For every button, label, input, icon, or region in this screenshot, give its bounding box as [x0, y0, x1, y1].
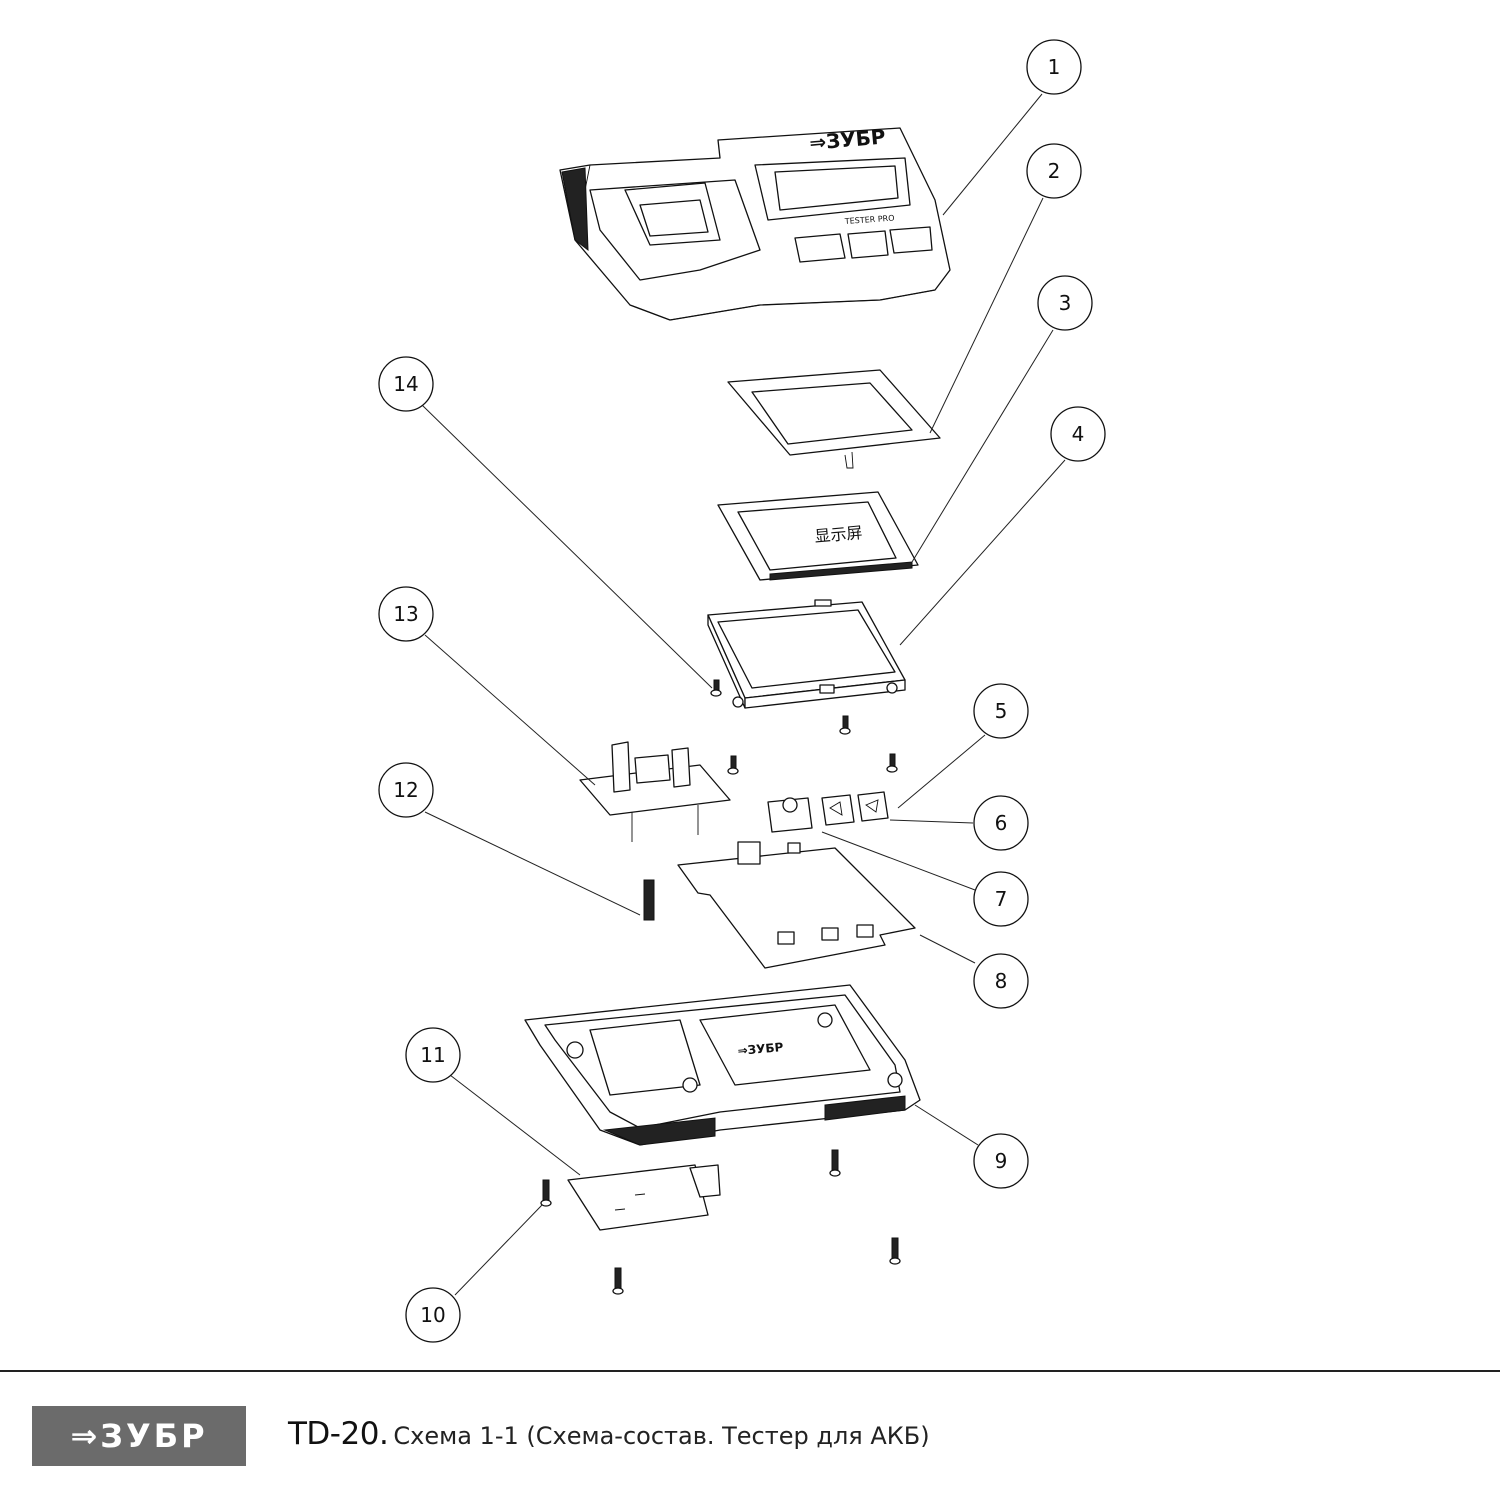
svg-text:11: 11 [420, 1043, 445, 1067]
screw-10 [540, 1179, 552, 1207]
screw-c [886, 753, 898, 773]
callout-10: 10 [405, 1287, 461, 1343]
leader-lines [421, 93, 1066, 1296]
svg-text:2: 2 [1048, 159, 1061, 183]
part-contact-block [579, 741, 731, 842]
callout-7: 7 [973, 871, 1029, 927]
screw-14 [710, 679, 722, 697]
callout-14: 14 [378, 356, 434, 412]
callout-12: 12 [378, 762, 434, 818]
part-display-window [727, 369, 941, 469]
screw-f [612, 1267, 624, 1295]
callout-13: 13 [378, 586, 434, 642]
callout-6: 6 [973, 795, 1029, 851]
callout-1: 1 [1026, 39, 1082, 95]
footer-divider [0, 1370, 1500, 1372]
display-label: 显示屏 [814, 523, 863, 546]
screw-b [727, 755, 739, 775]
brand-logo-text: ⇒ЗУБР [70, 1417, 207, 1455]
part-base-housing: ⇒ЗУБР [524, 984, 921, 1146]
part-lcd-display: 显示屏 [717, 491, 919, 581]
callout-5: 5 [973, 683, 1029, 739]
diagram-description: Схема 1-1 (Схема-состав. Тестер для АКБ) [393, 1422, 930, 1450]
callout-9: 9 [973, 1133, 1029, 1189]
screws-lower [540, 1149, 901, 1295]
svg-text:8: 8 [995, 969, 1008, 993]
part-display-frame [707, 599, 906, 709]
part-battery-cover [567, 1164, 721, 1231]
callout-4: 4 [1050, 406, 1106, 462]
callout-11: 11 [405, 1027, 461, 1083]
screw-a [839, 715, 851, 735]
screw-e [889, 1237, 901, 1265]
svg-text:10: 10 [420, 1303, 445, 1327]
top-cover-text: TESTER PRO [844, 214, 895, 227]
svg-text:7: 7 [995, 887, 1008, 911]
svg-text:6: 6 [995, 811, 1008, 835]
model-name: TD-20. [288, 1416, 389, 1452]
svg-text:3: 3 [1059, 291, 1072, 315]
part-top-cover: ⇒ЗУБР TESTER PRO [559, 124, 951, 321]
footer-caption: TD-20. Схема 1-1 (Схема-состав. Тестер д… [288, 1416, 930, 1452]
part-standoff [643, 879, 655, 921]
screw-d [829, 1149, 841, 1177]
callout-2: 2 [1026, 143, 1082, 199]
svg-text:14: 14 [393, 372, 418, 396]
screws-upper [710, 679, 898, 775]
callouts: 1 2 3 4 5 6 7 8 9 10 11 12 13 14 [378, 39, 1106, 1343]
base-logo: ⇒ЗУБР [737, 1040, 784, 1058]
svg-text:12: 12 [393, 778, 418, 802]
svg-text:13: 13 [393, 602, 418, 626]
callout-8: 8 [973, 953, 1029, 1009]
brand-logo: ⇒ЗУБР [32, 1406, 246, 1466]
svg-text:1: 1 [1048, 55, 1061, 79]
part-pcb [677, 841, 916, 969]
svg-text:4: 4 [1072, 422, 1085, 446]
callout-3: 3 [1037, 275, 1093, 331]
exploded-view-diagram: ⇒ЗУБР TESTER PRO 显示屏 [378, 39, 1106, 1343]
svg-text:9: 9 [995, 1149, 1008, 1173]
part-buttons [767, 791, 889, 833]
svg-text:5: 5 [995, 699, 1008, 723]
